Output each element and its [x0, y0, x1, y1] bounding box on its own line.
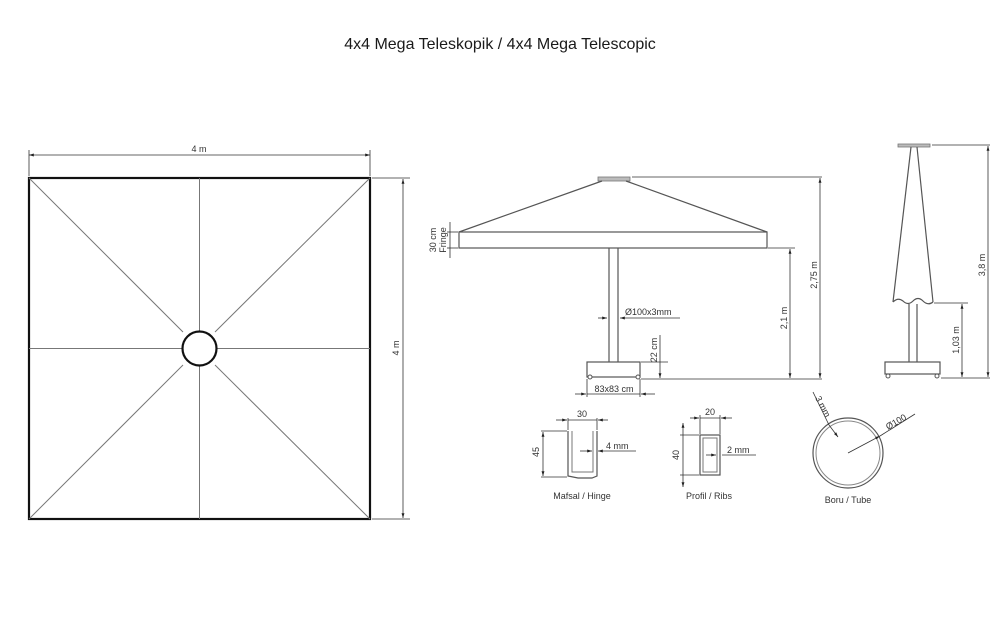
drawing-title: 4x4 Mega Teleskopik / 4x4 Mega Telescopi…	[344, 36, 656, 53]
hinge-height-label: 45	[531, 447, 541, 457]
pole-size-label: Ø100x3mm	[625, 307, 672, 317]
tube-thickness-label: 3 mm	[813, 394, 832, 419]
ribs-detail: 20 40 2 mm Profil / Ribs	[671, 407, 756, 501]
top-view: 4 m 4 m	[27, 144, 410, 521]
closed-height-label: 3,8 m	[977, 254, 987, 277]
tube-detail: 3 mm Ø100 Boru / Tube	[812, 391, 916, 505]
base-height-label: 22 cm	[649, 338, 659, 363]
hub-circle	[181, 330, 218, 367]
ribs-caption: Profil / Ribs	[686, 491, 733, 501]
ribs-width-label: 20	[705, 407, 715, 417]
hinge-detail: 30 45 4 mm Mafsal / Hinge	[531, 409, 636, 501]
tube-caption: Boru / Tube	[825, 495, 872, 505]
top-width-label: 4 m	[191, 144, 206, 154]
fringe-size-label: 30 cm	[428, 228, 438, 253]
side-view-open: 30 cm Fringe Ø100x3mm 22 cm 83x83 cm 2,1…	[428, 176, 822, 397]
total-height-label: 2,75 m	[809, 261, 819, 289]
ribs-thickness-label: 2 mm	[727, 445, 750, 455]
closed-clearance-label: 1,03 m	[951, 326, 961, 354]
top-height-label: 4 m	[391, 340, 401, 355]
fringe-label: Fringe	[438, 227, 448, 253]
tube-diameter-label: Ø100	[884, 412, 908, 432]
hinge-caption: Mafsal / Hinge	[553, 491, 611, 501]
base-size-label: 83x83 cm	[594, 384, 633, 394]
hinge-width-label: 30	[577, 409, 587, 419]
side-view-closed: 1,03 m 3,8 m	[884, 143, 990, 379]
ribs-height-label: 40	[671, 450, 681, 460]
hinge-thickness-label: 4 mm	[606, 441, 629, 451]
clearance-label: 2,1 m	[779, 307, 789, 330]
